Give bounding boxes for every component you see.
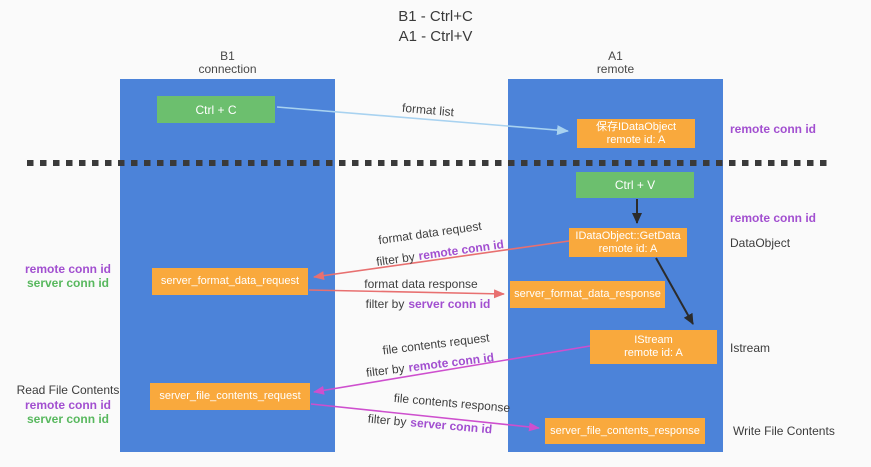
ctrl-c-label: Ctrl + C — [195, 102, 237, 117]
node-istream: IStream remote id: A — [590, 330, 717, 364]
filter-key-server-conn-id: server conn id — [408, 297, 491, 311]
annotation-left-server-conn-id-top: server conn id — [26, 276, 110, 290]
lane-a1-role: remote — [596, 62, 635, 76]
filter-key-remote-conn-id: remote conn id — [417, 237, 505, 263]
getdata-line1: IDataObject::GetData — [575, 229, 681, 242]
filter-prefix: filter by — [365, 361, 406, 380]
filter-key-remote-conn-id: remote conn id — [407, 350, 495, 375]
save-idataobject-line1: 保存IDataObject — [595, 120, 677, 133]
annotation-left-server-conn-id-bottom: server conn id — [26, 412, 110, 426]
getdata-line2: remote id: A — [598, 242, 658, 255]
annotation-left-remote-conn-id-bottom: remote conn id — [24, 398, 111, 412]
file-request-label: server_file_contents_request — [159, 390, 301, 402]
annotation-read-file-contents: Read File Contents — [16, 383, 120, 397]
filter-key-server-conn-id: server conn id — [409, 415, 493, 437]
istream-line1: IStream — [634, 334, 673, 346]
annotation-write-file-contents: Write File Contents — [733, 424, 835, 438]
annotation-remote-conn-id-mid: remote conn id — [730, 211, 817, 225]
lane-a1-name: A1 — [608, 49, 623, 63]
filter-prefix: filter by — [375, 249, 416, 269]
node-ctrl-v: Ctrl + V — [576, 172, 694, 198]
node-ctrl-c: Ctrl + C — [157, 96, 275, 123]
annotation-left-remote-conn-id-top: remote conn id — [24, 262, 111, 276]
title-line-1: B1 - Ctrl+C — [398, 8, 473, 25]
title-line-2: A1 - Ctrl+V — [398, 28, 473, 45]
format-response-label: server_format_data_response — [514, 288, 661, 300]
format-list-label: format list — [401, 100, 455, 120]
format-data-response-label: format data response — [364, 277, 478, 291]
filter-prefix: filter by — [365, 297, 405, 311]
file-contents-response-label: file contents response — [393, 390, 511, 416]
node-server-format-data-response: server_format_data_response — [510, 281, 665, 308]
node-save-idataobject: 保存IDataObject remote id: A — [577, 119, 695, 148]
annotation-remote-conn-id-top: remote conn id — [730, 122, 817, 136]
annotation-istream: Istream — [730, 341, 771, 355]
ctrl-v-label: Ctrl + V — [614, 178, 656, 192]
annotation-dataobject: DataObject — [730, 236, 791, 250]
lane-header-a1: A1 remote — [508, 50, 723, 76]
diagram-title: B1 - Ctrl+C A1 - Ctrl+V — [0, 7, 871, 47]
lane-b1-role: connection — [198, 62, 257, 76]
node-server-format-data-request: server_format_data_request — [152, 268, 308, 295]
node-server-file-contents-response: server_file_contents_response — [545, 418, 705, 444]
file-response-label: server_file_contents_response — [550, 424, 700, 437]
save-idataobject-line2: remote id: A — [606, 133, 666, 146]
istream-line2: remote id: A — [624, 347, 683, 359]
node-idataobject-getdata: IDataObject::GetData remote id: A — [569, 228, 687, 257]
lane-b1-name: B1 — [220, 49, 235, 63]
filter-prefix: filter by — [367, 411, 408, 429]
lane-header-b1: B1 connection — [120, 50, 335, 76]
node-server-file-contents-request: server_file_contents_request — [150, 383, 310, 410]
format-request-label: server_format_data_request — [160, 275, 300, 287]
